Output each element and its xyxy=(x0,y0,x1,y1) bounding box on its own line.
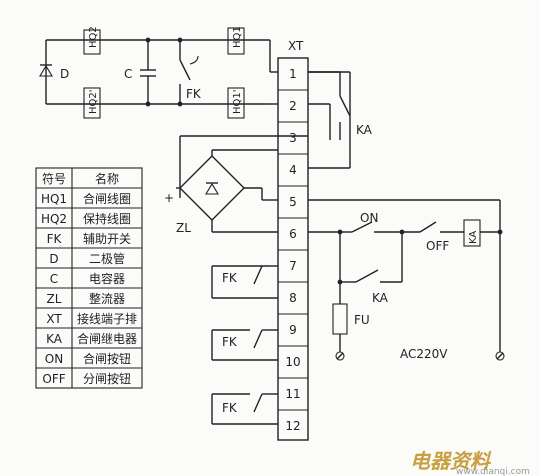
legend-symbol: FK xyxy=(47,232,63,246)
fk-contacts-lower xyxy=(211,265,278,425)
diode-label: D xyxy=(60,67,69,81)
ka-hold-label: KA xyxy=(372,291,389,305)
legend-name: 分闸按钮 xyxy=(83,371,131,386)
terminal-number: 1 xyxy=(289,67,297,81)
terminal-number: 6 xyxy=(289,227,297,241)
legend-symbol: OFF xyxy=(42,372,65,386)
hq2-coil-top xyxy=(83,29,101,55)
hq1-label-top: HQ1 xyxy=(232,26,243,48)
legend-header-name: 名称 xyxy=(95,171,119,186)
supply-label: AC220V xyxy=(400,347,448,361)
diode-symbol xyxy=(39,64,53,77)
fk-2-label: FK xyxy=(222,335,238,349)
capacitor-label: C xyxy=(124,67,132,81)
legend-name: 电容器 xyxy=(89,271,125,286)
ka-contact-label: KA xyxy=(356,123,373,137)
legend-header-symbol: 符号 xyxy=(42,171,66,186)
legend-name: 合闸继电器 xyxy=(77,331,137,346)
terminal-number: 3 xyxy=(289,131,297,145)
terminal-number: 2 xyxy=(289,99,297,113)
fk-3-label: FK xyxy=(222,401,238,415)
fu-label: FU xyxy=(354,313,370,327)
hq1-label-bottom: HQ1' xyxy=(232,89,243,114)
hq2-coil-bottom xyxy=(83,87,101,119)
off-label: OFF xyxy=(426,239,449,253)
ka-coil-label: KA xyxy=(468,231,479,244)
fk-top-label: FK xyxy=(186,87,202,101)
coil-network xyxy=(39,27,278,119)
legend-table: 符号 名称 HQ1 合闸线圈 HQ2 保持线圈 FK 辅助开关 D 二极管 C 电容器 ZL 整流器 XT 接… xyxy=(35,167,143,389)
xt-label: XT xyxy=(288,39,304,53)
on-label: ON xyxy=(360,211,378,225)
terminal-number: 9 xyxy=(289,323,297,337)
terminal-circle-left xyxy=(335,351,345,361)
watermark: 电器资料 www.dianqi.com xyxy=(410,449,530,476)
legend-name: 保持线圈 xyxy=(83,211,131,226)
terminal-number: 8 xyxy=(289,291,297,305)
hq1-coil-bottom xyxy=(227,87,245,119)
watermark-url: www.dianqi.com xyxy=(456,467,530,476)
rectifier-zl xyxy=(176,149,278,233)
legend-symbol: HQ2 xyxy=(41,212,67,226)
legend-symbol: KA xyxy=(46,332,63,346)
terminal-circle-right xyxy=(495,351,505,361)
hq2-label-bottom: HQ2' xyxy=(88,89,99,114)
right-wiring xyxy=(179,71,505,361)
zl-label: ZL xyxy=(176,221,191,235)
hq1-coil-top xyxy=(227,27,245,55)
plus-label: + xyxy=(164,191,174,205)
ka-coil xyxy=(463,219,481,247)
legend-symbol: XT xyxy=(46,312,62,326)
legend-name: 合闸线圈 xyxy=(83,191,131,206)
legend-name: 辅助开关 xyxy=(83,232,131,246)
fk-1-label: FK xyxy=(222,271,238,285)
hq2-label-top: HQ2 xyxy=(88,26,99,48)
legend-name: 整流器 xyxy=(89,291,125,306)
terminal-number: 4 xyxy=(289,163,297,177)
legend-symbol: ZL xyxy=(47,292,62,306)
terminal-number: 11 xyxy=(285,387,300,401)
terminal-number: 5 xyxy=(289,195,297,209)
terminal-number: 7 xyxy=(289,259,297,273)
legend-symbol: ON xyxy=(45,352,63,366)
component-labels: XT HQ2 HQ2' HQ1 HQ1' D C FK KA ZL + ON O… xyxy=(60,26,479,415)
watermark-text: 电器资料 xyxy=(410,449,492,473)
legend-symbol: C xyxy=(50,272,58,286)
legend-symbol: D xyxy=(49,252,58,266)
terminal-block-xt xyxy=(277,57,309,441)
terminal-number: 10 xyxy=(285,355,300,369)
legend-name: 接线端子排 xyxy=(77,311,137,326)
terminal-number: 12 xyxy=(285,419,300,433)
fuse-symbol xyxy=(332,303,348,335)
legend-name: 合闸按钮 xyxy=(83,351,131,366)
legend-name: 二极管 xyxy=(89,251,125,266)
legend-symbol: HQ1 xyxy=(41,192,67,206)
legend-border xyxy=(35,167,143,389)
